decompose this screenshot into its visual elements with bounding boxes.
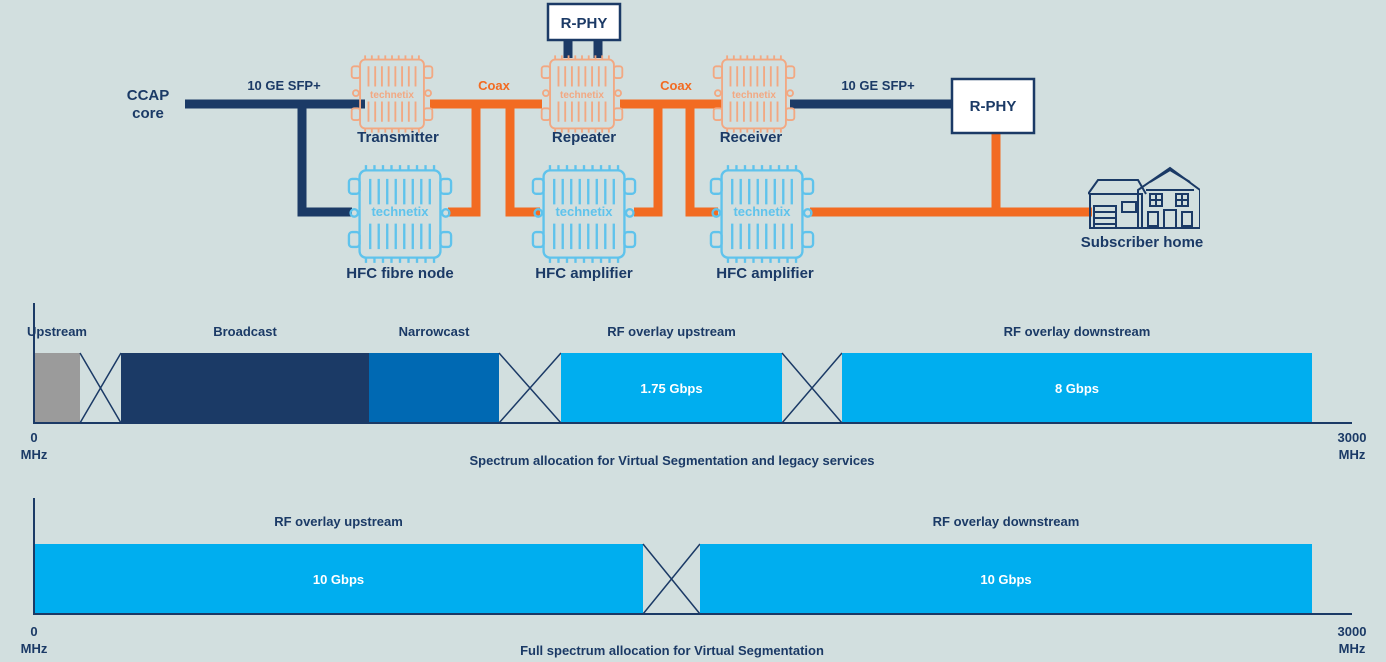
spec2-band-label: RF overlay upstream — [274, 514, 403, 529]
rphy-right-box: R-PHY — [950, 77, 1036, 135]
svg-text:R-PHY: R-PHY — [970, 98, 1017, 115]
spec2-band-label: RF overlay downstream — [933, 514, 1080, 529]
spec1-band-broadcast — [121, 353, 369, 423]
spec1-band-upstream — [34, 353, 80, 423]
rphy-top-box: R-PHY — [546, 2, 622, 42]
transmitter-label: Transmitter — [357, 129, 439, 146]
guard-band-cross-icon — [642, 543, 701, 615]
device-logo: technetix — [733, 204, 791, 219]
spec1-band-narrowcast — [369, 353, 499, 423]
device-logo: technetix — [732, 90, 776, 101]
coax-links — [430, 99, 1092, 217]
hfc-amplifier-1-device: technetix — [531, 164, 637, 264]
hfc-amplifier-1-label: HFC amplifier — [535, 265, 633, 282]
device-logo: technetix — [560, 90, 604, 101]
device-logo: technetix — [371, 204, 429, 219]
spec2-band-overlay — [34, 544, 643, 614]
spectrum-chart-2: RF overlay upstream 10 Gbps RF overlay dow… — [21, 498, 1367, 658]
receiver-label: Receiver — [720, 129, 783, 146]
spec1-band-capacity: 1.75 Gbps — [640, 381, 702, 396]
repeater-device: technetix — [540, 54, 624, 134]
fibre-label-right: 10 GE SFP+ — [841, 78, 915, 93]
device-logo: technetix — [370, 90, 414, 101]
house-icon — [1088, 167, 1200, 229]
spec1-band-label: Upstream — [27, 324, 87, 339]
receiver-device: technetix — [712, 54, 796, 134]
spec1-caption: Spectrum allocation for Virtual Segmenta… — [469, 453, 874, 468]
guard-band-cross-icon — [498, 352, 562, 424]
repeater-label: Repeater — [552, 129, 616, 146]
coax-label-2: Coax — [660, 78, 693, 93]
device-logo: technetix — [555, 204, 613, 219]
guard-band-cross-icon — [781, 352, 843, 424]
hfc-fibre-node-label: HFC fibre node — [346, 265, 454, 282]
spec1-band-label: Narrowcast — [399, 324, 470, 339]
fibre-links — [185, 40, 952, 217]
spec1-band-label: RF overlay upstream — [607, 324, 736, 339]
svg-text:R-PHY: R-PHY — [561, 15, 608, 32]
hfc-amplifier-2-label: HFC amplifier — [716, 265, 814, 282]
fibre-label-left: 10 GE SFP+ — [247, 78, 321, 93]
spec1-band-overlay — [842, 353, 1312, 423]
spec1-band-label: Broadcast — [213, 324, 277, 339]
guard-band-cross-icon — [79, 352, 122, 424]
coax-label-1: Coax — [478, 78, 511, 93]
subscriber-home-label: Subscriber home — [1081, 234, 1204, 251]
transmitter-device: technetix — [350, 54, 434, 134]
spec1-band-capacity: 8 Gbps — [1055, 381, 1099, 396]
hfc-amplifier-2-device: technetix — [709, 164, 815, 264]
hfc-fibre-node-device: technetix — [347, 164, 453, 264]
spectrum-chart-1: Upstream Broadcast Narrowcast RF overlay up… — [21, 303, 1367, 468]
spec2-caption: Full spectrum allocation for Virtual Seg… — [520, 643, 824, 658]
spec1-band-overlay — [561, 353, 782, 423]
spec1-band-label: RF overlay downstream — [1004, 324, 1151, 339]
spec2-band-capacity: 10 Gbps — [980, 572, 1031, 587]
spec2-band-capacity: 10 Gbps — [313, 572, 364, 587]
spec2-band-overlay — [700, 544, 1312, 614]
